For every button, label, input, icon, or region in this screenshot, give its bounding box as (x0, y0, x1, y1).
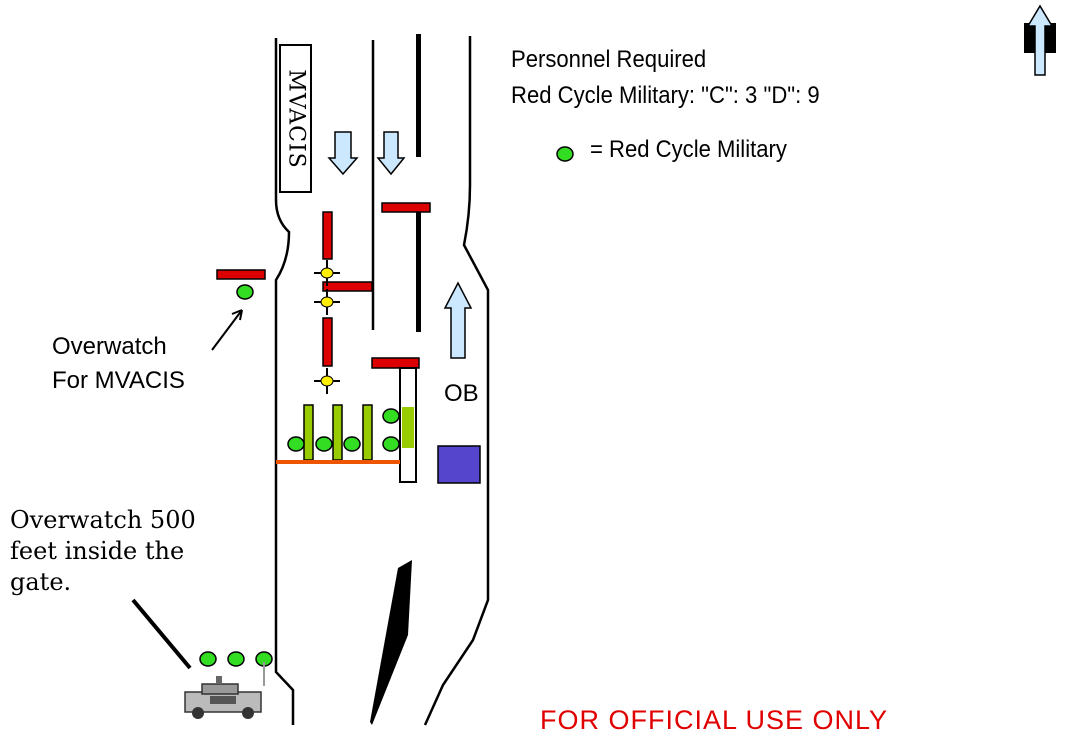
soldier-marker-icon (382, 408, 400, 424)
soldier-marker-icon (199, 651, 217, 667)
bollard (332, 404, 343, 461)
barrier (216, 269, 266, 280)
mvacis-sign-label: MVACIS (283, 68, 308, 169)
overwatch-pointer (211, 309, 243, 351)
soldier-marker-icon (382, 436, 400, 452)
checkpoint-star-icon (314, 368, 340, 394)
inbound-arrow-icon (327, 131, 359, 176)
overwatch-mvacis-line-1: Overwatch (52, 333, 167, 360)
barrier (381, 202, 431, 213)
guard-booth-panel (402, 407, 414, 448)
north-arrow-icon (1024, 4, 1056, 76)
barrier (371, 357, 420, 369)
bollard (303, 404, 314, 461)
soldier-marker-icon (343, 436, 361, 452)
ob-building (437, 445, 481, 484)
legend-soldier-icon (556, 146, 574, 162)
stop-line (276, 460, 400, 464)
barrier (322, 211, 333, 260)
overwatch-500-label: Overwatch 500 feet inside the gate. (10, 506, 196, 596)
inbound-arrow-icon (376, 131, 406, 176)
lane-arrows (327, 131, 473, 359)
personnel-title: Personnel Required (511, 46, 707, 73)
overwatch-mvacis-line-2: For MVACIS (52, 367, 185, 394)
road-edges (274, 36, 490, 726)
fouo-footer: FOR OFFICIAL USE ONLY (540, 705, 889, 735)
legend-label: = Red Cycle Military (590, 136, 787, 163)
road-right-edge (423, 36, 490, 726)
overwatch-mvacis-label: Overwatch For MVACIS (52, 330, 185, 398)
road-left-edge (274, 38, 295, 725)
soldier-marker-icon (227, 651, 245, 667)
humvee-icon (184, 662, 265, 719)
personnel-counts: Red Cycle Military: "C": 3 "D": 9 (511, 82, 820, 109)
gate-arm (131, 598, 192, 670)
checkpoint-markers (314, 260, 340, 394)
bollard (362, 404, 373, 461)
search-lane-bollards (303, 404, 373, 461)
barriers (216, 202, 431, 369)
soldier-marker-icon (315, 436, 333, 452)
mvacis-sign: MVACIS (279, 44, 312, 193)
soldiers (199, 284, 400, 667)
soldier-marker-icon (287, 436, 305, 452)
barrier (322, 281, 373, 292)
pointer-arrowhead-icon (231, 309, 243, 321)
soldier-marker-icon (236, 284, 254, 300)
barrier (322, 317, 333, 367)
median-bar-top (416, 34, 421, 157)
checkpoint-star-icon (314, 260, 340, 286)
outbound-arrow-icon (443, 281, 473, 359)
ob-label: OB (444, 380, 479, 407)
checkpoint-star-icon (314, 289, 340, 315)
road-median-wedge (370, 560, 412, 725)
median-bar-bottom (416, 212, 421, 332)
